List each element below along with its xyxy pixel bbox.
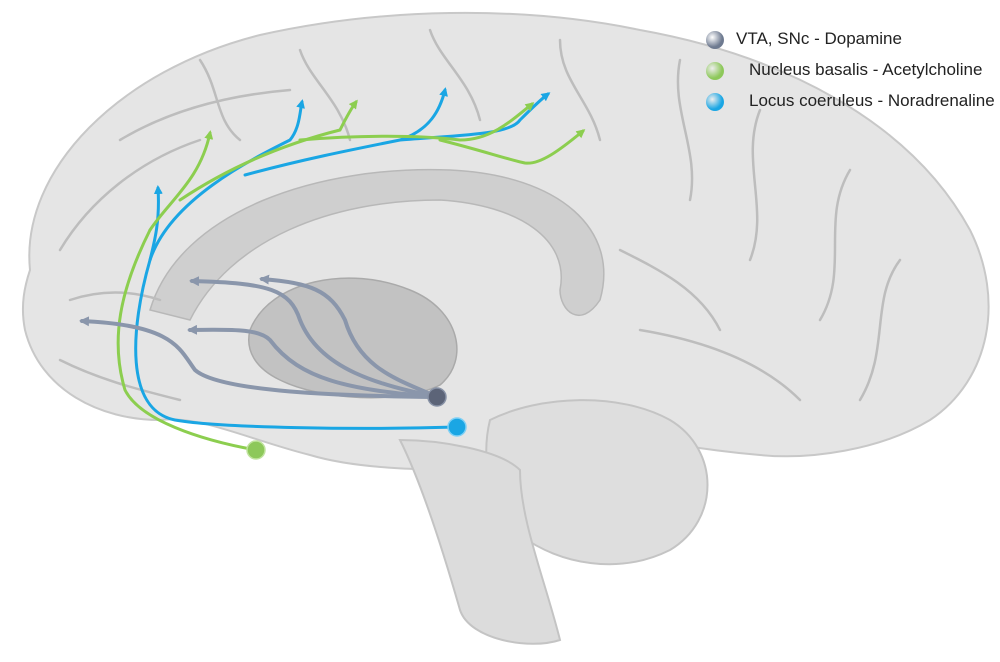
cortical-folds [58,28,902,402]
legend-label-noradrenaline: Locus coeruleus - Noradrenaline [749,91,995,110]
brain-stem [398,438,562,645]
ach-trunk [116,228,258,452]
da-branch-2 [187,324,439,399]
corpus-callosum [149,168,605,321]
vta-snc-node [427,387,447,407]
ne-trunk [134,258,459,430]
ach-branch-3 [298,102,535,142]
ach-branch-1 [148,130,214,232]
source-nuclei [246,387,467,460]
da-branch-1 [79,316,439,399]
ach-branch-4 [438,129,586,165]
da-branch-4 [259,274,439,399]
legend-label-dopamine: VTA, SNc - Dopamine [736,29,902,48]
ach-branch-2 [178,99,358,202]
locus-coeruleus-node [447,417,467,437]
ne-branch-2 [148,99,305,262]
acetylcholine-pathways [116,99,586,452]
ne-branch-3 [243,87,448,177]
legend-dot-acetylcholine [706,62,724,80]
legend-dot-dopamine [706,31,724,49]
da-branch-3 [189,276,439,399]
legend-label-acetylcholine: Nucleus basalis - Acetylcholine [749,60,983,79]
dopamine-pathways [79,274,439,399]
nucleus-basalis-node [246,440,266,460]
brain-illustration [21,11,990,645]
legend-dot-noradrenaline [706,93,724,111]
brain-cerebrum [21,11,990,472]
